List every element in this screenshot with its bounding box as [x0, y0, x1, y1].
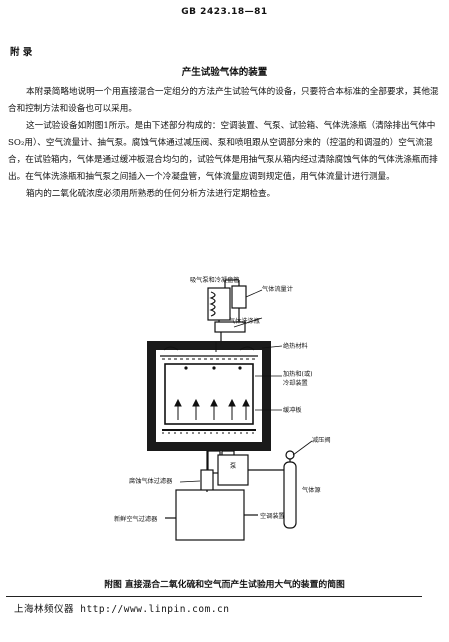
label-fresh-air-filter: 新鲜空气过滤器 — [114, 515, 158, 523]
flowmeter — [224, 279, 247, 322]
inlet-duct — [165, 450, 258, 541]
appendix-title: 产生试验气体的装置 — [181, 67, 268, 78]
label-pump-condenser: 吸气泵和冷凝盘管 — [190, 276, 240, 284]
label-corrosive-filter: 腐蚀气体过滤器 — [129, 477, 173, 485]
label-baffle: 缓冲板 — [283, 406, 302, 414]
air-conditioner — [175, 489, 245, 541]
figure-caption: 附图 直接混合二氧化硫和空气而产生试验用大气的装置的简图 — [104, 580, 345, 590]
label-gas-source: 气体源 — [302, 486, 321, 494]
label-flowmeter: 气体流量计 — [262, 285, 293, 293]
paragraph-description: 这一试验设备如附图1所示。是由下述部分构成的：空调装置、气泵、试验箱、气体洗涤瓶… — [8, 121, 438, 182]
label-heating-cooling-2: 冷却装置 — [283, 379, 308, 387]
label-insulation: 绝热材料 — [283, 342, 308, 350]
corrosive-filter — [200, 469, 214, 493]
footer-text: 上海林频仪器 http://www.linpin.com.cn — [14, 604, 230, 615]
paragraph-intro: 本附录简略地说明一个用直接混合一定组分的方法产生试验气体的设备，只要符合本标准的… — [8, 87, 439, 114]
working-space — [164, 363, 254, 425]
gas-cylinder — [283, 450, 297, 529]
footer-rule — [6, 596, 422, 597]
airflow-arrows — [163, 342, 255, 420]
washing-bottle — [214, 321, 246, 341]
label-pump: 泵 — [230, 463, 236, 470]
label-washing-bottle: 气体洗涤瓶 — [229, 317, 260, 325]
body-text: 本附录简略地说明一个用直接混合一定组分的方法产生试验气体的设备，只要符合本标准的… — [8, 84, 440, 203]
standard-number: GB 2423.18—81 — [181, 7, 268, 17]
pump — [217, 454, 249, 486]
condenser-coil — [207, 287, 231, 330]
label-air-conditioner: 空调装置 — [260, 512, 285, 520]
sensor-dots — [184, 366, 242, 370]
appendix-label: 附 录 — [10, 47, 33, 58]
label-pressure-valve: 减压阀 — [312, 436, 331, 444]
paragraph-check: 箱内的二氧化硫浓度必须用所熟悉的任何分析方法进行定期检查。 — [26, 189, 276, 199]
label-heating-cooling-1: 加热和(或) — [283, 370, 313, 378]
